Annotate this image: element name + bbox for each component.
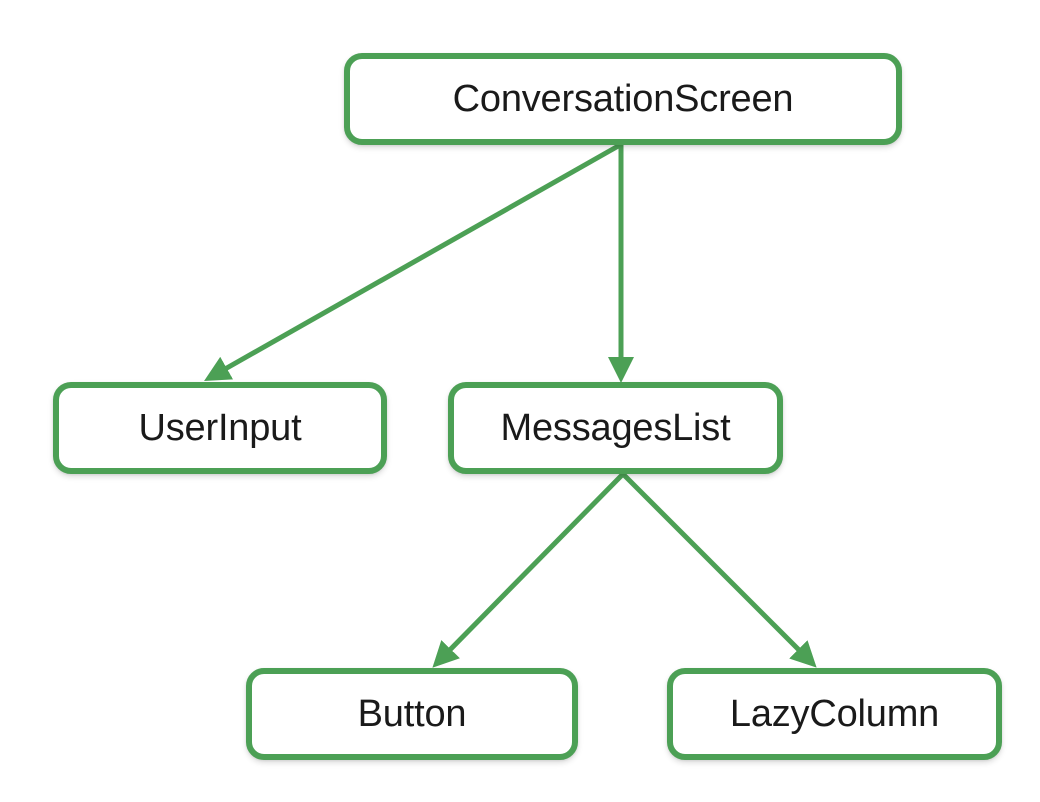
node-label-messages-list: MessagesList xyxy=(500,407,731,449)
node-button[interactable]: Button xyxy=(246,668,578,760)
node-label-lazy-column: LazyColumn xyxy=(729,693,940,735)
edge-messageslist-lazycolumn xyxy=(621,472,817,668)
node-conversation-screen[interactable]: ConversationScreen xyxy=(344,53,902,145)
node-user-input[interactable]: UserInput xyxy=(53,382,387,474)
node-label-conversation-screen: ConversationScreen xyxy=(452,78,794,120)
node-lazy-column[interactable]: LazyColumn xyxy=(667,668,1002,760)
node-label-button: Button xyxy=(357,693,467,735)
node-label-user-input: UserInput xyxy=(138,407,302,449)
edge-messageslist-button xyxy=(432,472,625,668)
edge-conversationscreen-userinput xyxy=(204,142,622,381)
node-messages-list[interactable]: MessagesList xyxy=(448,382,783,474)
